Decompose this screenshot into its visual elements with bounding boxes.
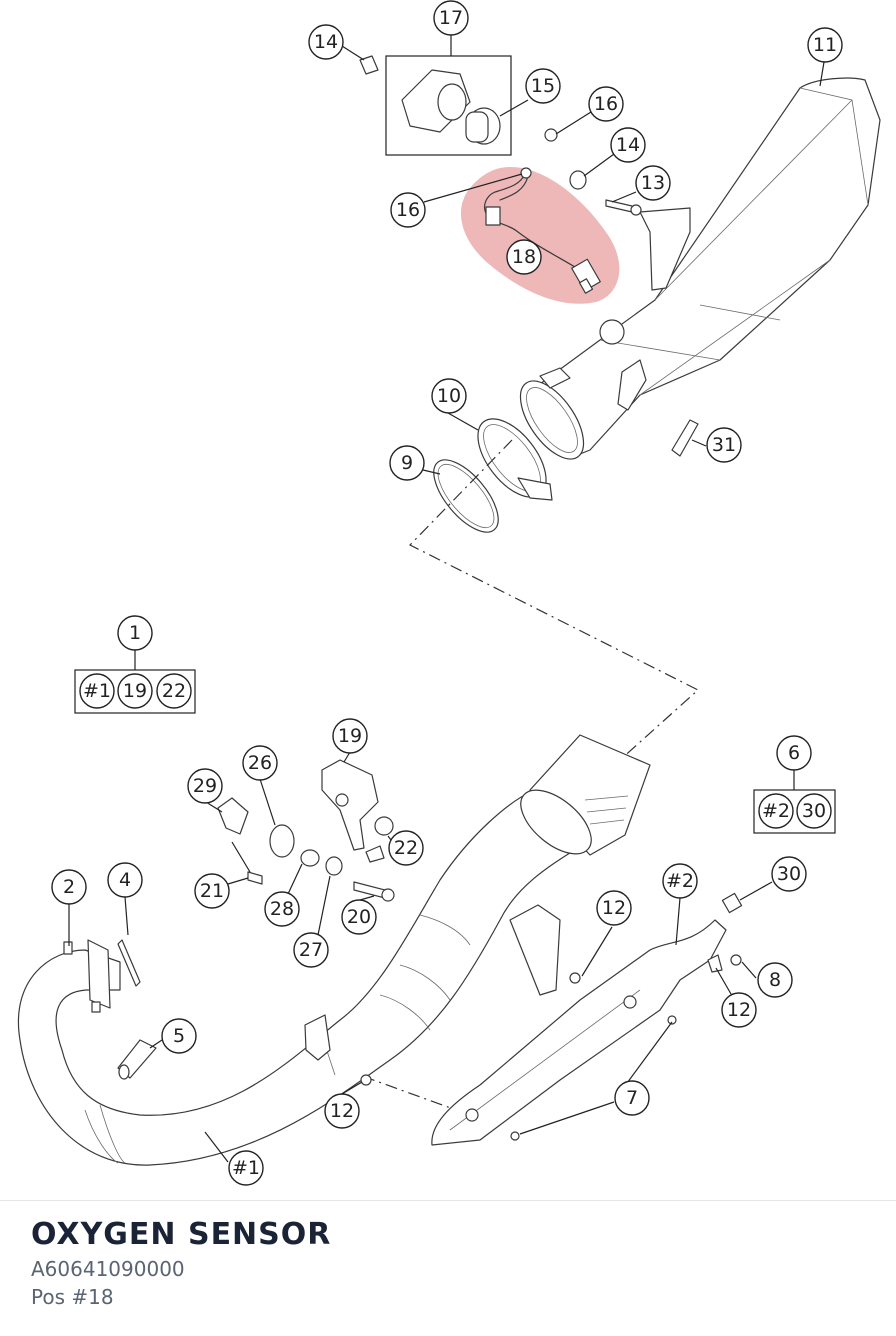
callout-26[interactable]: 26 bbox=[242, 745, 278, 781]
callout-2-hash[interactable]: #2 bbox=[662, 863, 698, 899]
callout-4[interactable]: 4 bbox=[107, 862, 143, 898]
svg-text:#1: #1 bbox=[83, 680, 111, 702]
svg-text:14: 14 bbox=[616, 134, 640, 156]
callout-16[interactable]: 16 bbox=[588, 86, 624, 122]
svg-text:12: 12 bbox=[727, 999, 751, 1021]
kit-box-6: #2 30 bbox=[753, 789, 836, 834]
callout-28[interactable]: 28 bbox=[264, 891, 300, 927]
callout-16-b[interactable]: 16 bbox=[390, 192, 426, 228]
sensor-bung-part-5 bbox=[117, 1039, 157, 1080]
callout-12[interactable]: 12 bbox=[596, 890, 632, 926]
svg-text:9: 9 bbox=[401, 452, 413, 474]
callout-15[interactable]: 15 bbox=[525, 68, 561, 104]
svg-text:#1: #1 bbox=[232, 1157, 260, 1179]
clamp-part-10 bbox=[477, 418, 553, 501]
svg-text:22: 22 bbox=[394, 837, 418, 859]
part-info-footer: OXYGEN SENSOR A60641090000 Pos #18 bbox=[0, 1200, 896, 1336]
heat-shield-part-2 bbox=[360, 892, 743, 1146]
kit-1-item-1[interactable]: #1 bbox=[79, 673, 115, 709]
callout-1[interactable]: 1 bbox=[117, 615, 153, 651]
callout-27[interactable]: 27 bbox=[293, 932, 329, 968]
callout-21[interactable]: 21 bbox=[194, 873, 230, 909]
callout-19[interactable]: 19 bbox=[332, 718, 368, 754]
svg-text:16: 16 bbox=[594, 93, 618, 115]
svg-text:27: 27 bbox=[299, 939, 323, 961]
svg-text:12: 12 bbox=[330, 1100, 354, 1122]
svg-text:15: 15 bbox=[531, 75, 555, 97]
svg-text:14: 14 bbox=[314, 31, 338, 53]
gasket-part-9 bbox=[433, 459, 499, 533]
svg-text:19: 19 bbox=[338, 725, 362, 747]
svg-text:28: 28 bbox=[270, 898, 294, 920]
callout-18[interactable]: 18 bbox=[506, 239, 542, 275]
spring-part-31 bbox=[671, 419, 699, 457]
exploded-parts-diagram: #1 19 22 #2 30 17 14 15 16 11 14 16 13 1… bbox=[17, 0, 881, 1186]
svg-text:17: 17 bbox=[439, 7, 463, 29]
kit-1-item-2[interactable]: 19 bbox=[117, 673, 153, 709]
svg-text:16: 16 bbox=[396, 199, 420, 221]
part-number: A60641090000 bbox=[31, 1257, 185, 1281]
svg-text:20: 20 bbox=[347, 906, 371, 928]
callout-10[interactable]: 10 bbox=[431, 378, 467, 414]
svg-text:31: 31 bbox=[712, 434, 736, 456]
svg-text:13: 13 bbox=[641, 172, 665, 194]
callout-5[interactable]: 5 bbox=[161, 1018, 197, 1054]
callout-29[interactable]: 29 bbox=[187, 768, 223, 804]
callout-30[interactable]: 30 bbox=[771, 856, 807, 892]
svg-text:10: 10 bbox=[437, 385, 461, 407]
muffler-part-11 bbox=[519, 77, 881, 460]
part-title: OXYGEN SENSOR bbox=[31, 1217, 332, 1252]
svg-text:#2: #2 bbox=[666, 870, 694, 892]
callout-20[interactable]: 20 bbox=[341, 899, 377, 935]
callout-6[interactable]: 6 bbox=[776, 735, 812, 771]
oxygen-sensor-part-18[interactable] bbox=[483, 167, 601, 294]
svg-text:22: 22 bbox=[162, 680, 186, 702]
part-position: Pos #18 bbox=[31, 1285, 114, 1309]
svg-text:4: 4 bbox=[119, 869, 131, 891]
svg-text:26: 26 bbox=[248, 752, 272, 774]
callout-11[interactable]: 11 bbox=[807, 27, 843, 63]
header-pipe-part-1 bbox=[17, 734, 651, 1166]
svg-text:#2: #2 bbox=[762, 800, 790, 822]
svg-text:1: 1 bbox=[129, 622, 141, 644]
svg-text:12: 12 bbox=[602, 897, 626, 919]
bracket-hardware bbox=[217, 759, 395, 902]
svg-text:30: 30 bbox=[777, 863, 801, 885]
svg-text:18: 18 bbox=[512, 246, 536, 268]
kit-6-item-1[interactable]: #2 bbox=[758, 793, 794, 829]
svg-text:21: 21 bbox=[200, 880, 224, 902]
svg-text:6: 6 bbox=[788, 742, 800, 764]
callout-1-hash[interactable]: #1 bbox=[228, 1150, 264, 1186]
callout-14-b[interactable]: 14 bbox=[610, 127, 646, 163]
callout-17[interactable]: 17 bbox=[433, 0, 469, 36]
svg-text:11: 11 bbox=[813, 34, 837, 56]
callout-14[interactable]: 14 bbox=[308, 24, 344, 60]
callout-12-b[interactable]: 12 bbox=[721, 992, 757, 1028]
svg-text:8: 8 bbox=[769, 969, 781, 991]
callout-13[interactable]: 13 bbox=[635, 165, 671, 201]
hardware-top bbox=[359, 55, 642, 216]
svg-text:2: 2 bbox=[63, 876, 75, 898]
callout-8[interactable]: 8 bbox=[757, 962, 793, 998]
callout-12-c[interactable]: 12 bbox=[324, 1093, 360, 1129]
kit-6-item-2[interactable]: 30 bbox=[796, 793, 832, 829]
kit-box-1: #1 19 22 bbox=[74, 669, 196, 714]
callout-2[interactable]: 2 bbox=[51, 869, 87, 905]
svg-text:29: 29 bbox=[193, 775, 217, 797]
callout-31[interactable]: 31 bbox=[706, 427, 742, 463]
kit-box-17 bbox=[385, 55, 512, 156]
svg-text:5: 5 bbox=[173, 1025, 185, 1047]
svg-text:7: 7 bbox=[626, 1087, 638, 1109]
svg-text:30: 30 bbox=[802, 800, 826, 822]
kit-1-item-3[interactable]: 22 bbox=[156, 673, 192, 709]
callout-7[interactable]: 7 bbox=[614, 1080, 650, 1116]
assembly-line-upper bbox=[409, 439, 700, 761]
svg-text:19: 19 bbox=[123, 680, 147, 702]
callout-9[interactable]: 9 bbox=[389, 445, 425, 481]
callout-22[interactable]: 22 bbox=[388, 830, 424, 866]
